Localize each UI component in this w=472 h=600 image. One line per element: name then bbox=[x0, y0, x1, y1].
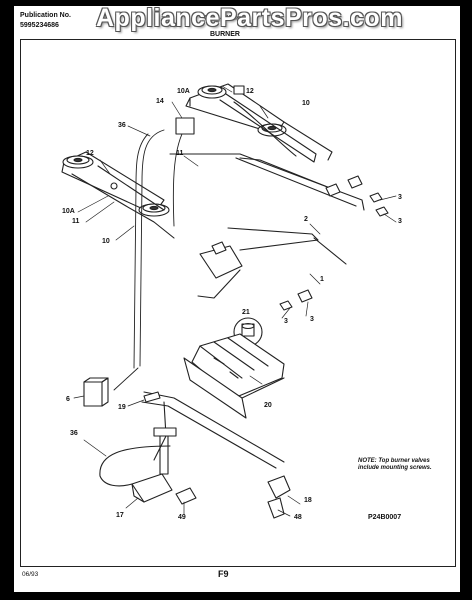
callout-10A-front: 10A bbox=[62, 208, 75, 215]
bracket bbox=[175, 487, 197, 505]
callout-12-rear: 12 bbox=[246, 88, 254, 95]
rear-burner-assembly bbox=[185, 83, 333, 163]
callout-11-rear: 11 bbox=[176, 150, 184, 157]
publication-number: 5995234686 bbox=[20, 22, 59, 29]
callout-48: 48 bbox=[294, 514, 302, 521]
oven-burner bbox=[183, 333, 285, 419]
parts-sheet: Publication No. 5995234686 GCG4WSX BURNE… bbox=[14, 6, 460, 592]
callout-18: 18 bbox=[304, 497, 312, 504]
callout-6: 6 bbox=[66, 396, 70, 403]
callout-10-front: 10 bbox=[102, 238, 110, 245]
leader-lines bbox=[73, 85, 397, 517]
diagram-frame bbox=[20, 39, 456, 567]
igniter-wires bbox=[113, 125, 187, 391]
callout-17: 17 bbox=[116, 512, 124, 519]
callout-21: 21 bbox=[242, 309, 250, 316]
burner-exploded-view bbox=[61, 83, 397, 519]
valve-note: NOTE: Top burner valves include mounting… bbox=[358, 458, 432, 471]
watermark-logo: AppliancePartsPros.com bbox=[96, 4, 403, 32]
callout-10-rear: 10 bbox=[302, 100, 310, 107]
callout-36-upper: 36 bbox=[118, 122, 126, 129]
callout-19: 19 bbox=[118, 404, 126, 411]
safety-valve bbox=[131, 473, 173, 503]
pilot-component bbox=[83, 381, 103, 407]
oven-burner-tube bbox=[141, 391, 285, 475]
front-burner-assembly bbox=[61, 151, 175, 239]
callout-3-a: 3 bbox=[398, 194, 402, 201]
callout-12-front: 12 bbox=[86, 150, 94, 157]
section-title: BURNER bbox=[210, 31, 240, 38]
footer-date: 06/93 bbox=[22, 571, 39, 578]
callout-3-b: 3 bbox=[398, 218, 402, 225]
callout-3-d: 3 bbox=[310, 316, 314, 323]
model-number: GCG4WSX bbox=[204, 15, 240, 22]
publication-label: Publication No. bbox=[20, 12, 71, 19]
valve-group bbox=[211, 175, 389, 311]
callout-3-c: 3 bbox=[284, 318, 288, 325]
thermostat-capillary bbox=[99, 445, 171, 487]
callout-11-front: 11 bbox=[72, 218, 80, 225]
callout-2: 2 bbox=[304, 216, 308, 223]
callout-36-lower: 36 bbox=[70, 430, 78, 437]
manifold-pipe bbox=[169, 153, 365, 299]
callout-20: 20 bbox=[264, 402, 272, 409]
callout-1: 1 bbox=[320, 276, 324, 283]
callout-49: 49 bbox=[178, 514, 186, 521]
diagram-id: P24B0007 bbox=[368, 514, 402, 521]
callout-10A-rear: 10A bbox=[177, 88, 190, 95]
spark-module bbox=[175, 117, 195, 135]
callout-14: 14 bbox=[156, 98, 164, 105]
footer-page: F9 bbox=[218, 569, 229, 579]
